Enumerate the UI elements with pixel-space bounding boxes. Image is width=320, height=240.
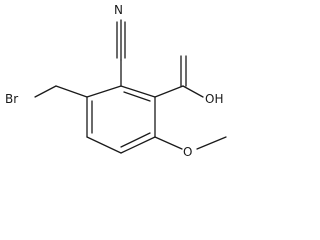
- benzene-ring: [86, 85, 156, 154]
- ring-bond-c6-c1: [86, 85, 122, 98]
- bond-ring-to-carbonyl-carbon: [154, 85, 184, 98]
- chemical-structure: N OH O Br: [5, 3, 227, 159]
- cyano-group: N: [114, 3, 126, 87]
- atom-label-nitrogen: N: [114, 3, 123, 17]
- bromomethyl-group: Br: [5, 85, 88, 106]
- methoxy-group: O: [154, 136, 227, 159]
- bond-oxygen-to-methyl: [196, 136, 227, 150]
- atom-label-bromine: Br: [5, 92, 18, 106]
- bond-ring-to-oxygen: [154, 136, 183, 150]
- ring-bond-c1-c2: [120, 85, 156, 98]
- ring-bond-c3-c4: [120, 136, 156, 154]
- bond-ring-to-methylene: [55, 85, 88, 98]
- ring-double-bond-inner-1: [123, 91, 151, 102]
- bond-carbon-to-hydroxyl: [182, 85, 204, 98]
- bond-methylene-to-bromine: [34, 85, 57, 98]
- atom-label-hydroxyl: OH: [205, 92, 223, 106]
- carboxylic-acid-group: OH: [154, 55, 223, 106]
- atom-label-oxygen: O: [183, 145, 192, 159]
- ring-double-bond-inner-2: [120, 132, 151, 148]
- ring-bond-c4-c5: [86, 136, 122, 154]
